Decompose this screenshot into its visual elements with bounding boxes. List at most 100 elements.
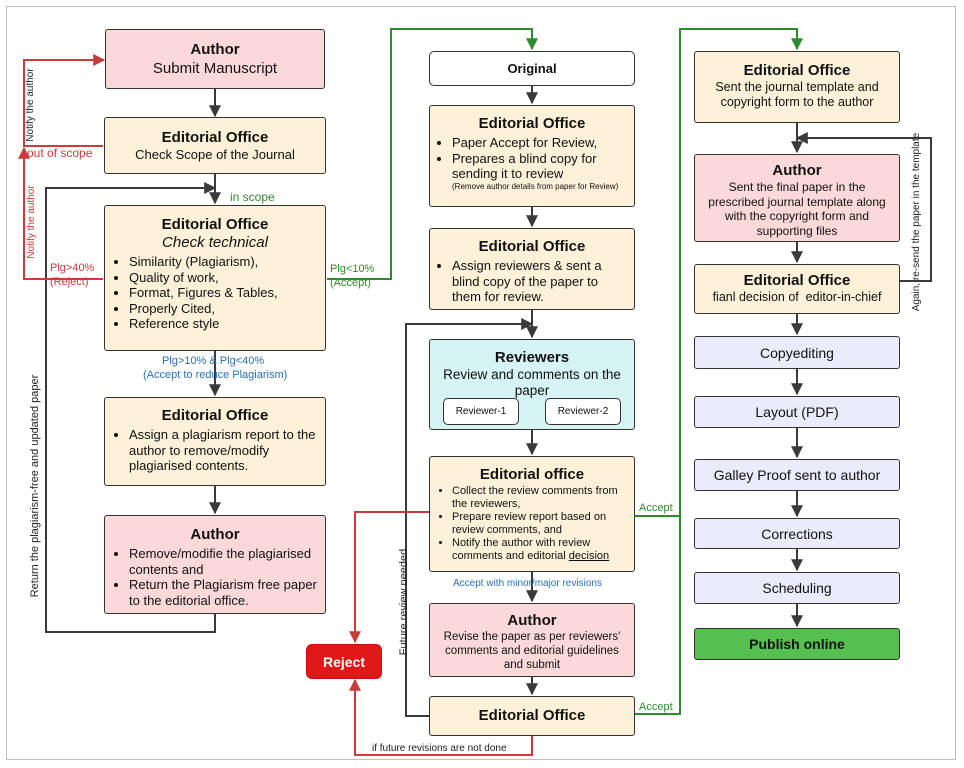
eo-accept-list: Paper Accept for Review, Prepares a blin… [436,135,628,182]
arrow-future-review [405,318,534,717]
arrow-notify-out-of-scope [23,54,106,147]
copyediting-box: Copyediting [694,336,900,369]
list-item: Assign a plagiarism report to the author… [129,427,317,474]
diagram-frame [6,6,956,760]
eo-plag-report-title: Editorial Office [161,407,269,424]
author-final-title: Author [772,162,822,179]
eo-template-title: Editorial Office [743,62,851,79]
out-of-scope-label: out of scope [27,146,93,160]
list-item: Paper Accept for Review, [452,135,628,151]
accept-minor-major-label: Accept with minor/major revisions [453,578,602,589]
decision-text: decision [568,550,610,562]
eo-accept-note: (Remove author details from paper for Re… [452,181,619,191]
reject-text: Reject [322,653,366,670]
accept-final-label: Accept [639,701,673,713]
eo-technical-list: Similarity (Plagiarism), Quality of work… [113,254,317,332]
not-done-label: if future revisions are not done [372,743,507,754]
eo-template-box: Editorial Office Sent the journal templa… [694,51,900,123]
eo-assign-box: Editorial Office Assign reviewers & sent… [429,228,635,310]
eo-template-text: Sent the journal template and copyright … [715,80,879,109]
eo-collect-box: Editorial office Collect the review comm… [429,456,635,572]
eo-decision-title: Editorial Office [743,272,851,289]
list-item: Notify the author with review comments a… [452,537,628,563]
list-item: Remove/modifie the plagiarised contents … [129,546,317,577]
eo-technical-box: Editorial Office Check technical Similar… [104,205,326,351]
reviewers-title: Reviewers [494,349,570,366]
arrow-collect-to-reject [349,511,430,644]
plg10-accept-label: (Accept) [330,277,371,289]
eo-technical-title: Editorial Office [161,216,269,233]
author-revise-title: Author [507,612,557,629]
list-item: Properly Cited, [129,301,317,317]
arrow-notify-plag-reject [18,146,103,280]
collect-item-text: Notify the author with review comments a… [452,537,591,562]
list-item: Prepares a blind copy for sending it to … [452,151,628,182]
scheduling-text: Scheduling [762,580,832,596]
list-item: Reference style [129,316,317,332]
arrow-plg-accept-to-original [327,28,538,280]
publish-box: Publish online [694,628,900,660]
list-item: Similarity (Plagiarism), [129,254,317,270]
eo-accept-box: Editorial Office Paper Accept for Review… [429,105,635,207]
layout-box: Layout (PDF) [694,396,900,428]
reviewer-2-box: Reviewer-2 [545,398,621,425]
reviewer-1-box: Reviewer-1 [443,398,519,425]
eo-scope-text: Check Scope of the Journal [135,146,295,162]
original-box: Original [429,51,635,86]
eo-plag-report-list: Assign a plagiarism report to the author… [113,427,317,474]
arrow-accept-final [634,505,681,715]
list-item: Quality of work, [129,270,317,286]
author-submit-text: Submit Manuscript [152,59,278,77]
copyediting-text: Copyediting [760,344,834,361]
eo-technical-subtitle: Check technical [162,234,268,251]
author-final-box: Author Sent the final paper in the presc… [694,154,900,242]
eo-assign-title: Editorial Office [478,238,586,255]
notify-author-mid-label: Notify the author [26,185,37,259]
eo-assign-list: Assign reviewers & sent a blind copy of … [436,258,628,305]
publish-text: Publish online [749,636,845,652]
eo-accept-title: Editorial Office [478,115,586,132]
list-item: Assign reviewers & sent a blind copy of … [452,258,628,305]
plg-range-accept-label: (Accept to reduce Plagiarism) [143,369,288,381]
layout-text: Layout (PDF) [755,404,839,420]
accept-collect-label: Accept [639,502,673,514]
plg-range-label: Plg>10% & Plg<40% [162,355,265,367]
plg40-reject-label: (Reject) [50,276,89,288]
eo-decision-text: fianl decision of editor-in-chief [712,290,882,304]
return-paper-label: Return the plagiarism-free and updated p… [29,374,41,598]
again-resend-label: Again, re-send the paper in the template [911,132,922,312]
corrections-box: Corrections [694,518,900,549]
list-item: Collect the review comments from the rev… [452,485,628,511]
author-remove-title: Author [190,526,240,543]
author-submit-box: Author Submit Manuscript [105,29,325,89]
author-remove-box: Author Remove/modifie the plagiarised co… [104,515,326,614]
galley-text: Galley Proof sent to author [713,467,881,483]
list-item: Prepare review report based on review co… [452,511,628,537]
reviewers-text: Review and comments on the paper [443,367,621,398]
galley-box: Galley Proof sent to author [694,459,900,491]
eo-decision-box: Editorial Office fianl decision of edito… [694,264,900,314]
eo-scope-title: Editorial Office [161,128,269,146]
corrections-text: Corrections [761,525,833,542]
notify-author-top-label: Notify the author [25,68,36,142]
author-remove-list: Remove/modifie the plagiarised contents … [113,546,317,608]
eo-collect-list: Collect the review comments from the rev… [436,485,628,563]
arrow-accept-collect [634,28,803,517]
eo-scope-box: Editorial Office Check Scope of the Jour… [104,117,326,174]
eo-collect-title: Editorial office [479,466,585,483]
reject-box: Reject [306,644,382,679]
author-revise-box: Author Revise the paper as per reviewers… [429,603,635,677]
scheduling-box: Scheduling [694,572,900,604]
eo-plag-report-box: Editorial Office Assign a plagiarism rep… [104,397,326,486]
author-submit-title: Author [190,40,240,58]
list-item: Return the Plagiarism free paper to the … [129,577,317,608]
list-item: Format, Figures & Tables, [129,285,317,301]
original-text: Original [507,61,557,76]
author-final-text: Sent the final paper in the prescribed j… [708,180,886,238]
eo-final-title: Editorial Office [478,707,586,724]
author-revise-text: Revise the paper as per reviewers' comme… [443,631,621,671]
arrow-final-to-reject [349,678,533,756]
in-scope-label: in scope [230,190,275,204]
eo-final-box: Editorial Office [429,696,635,736]
